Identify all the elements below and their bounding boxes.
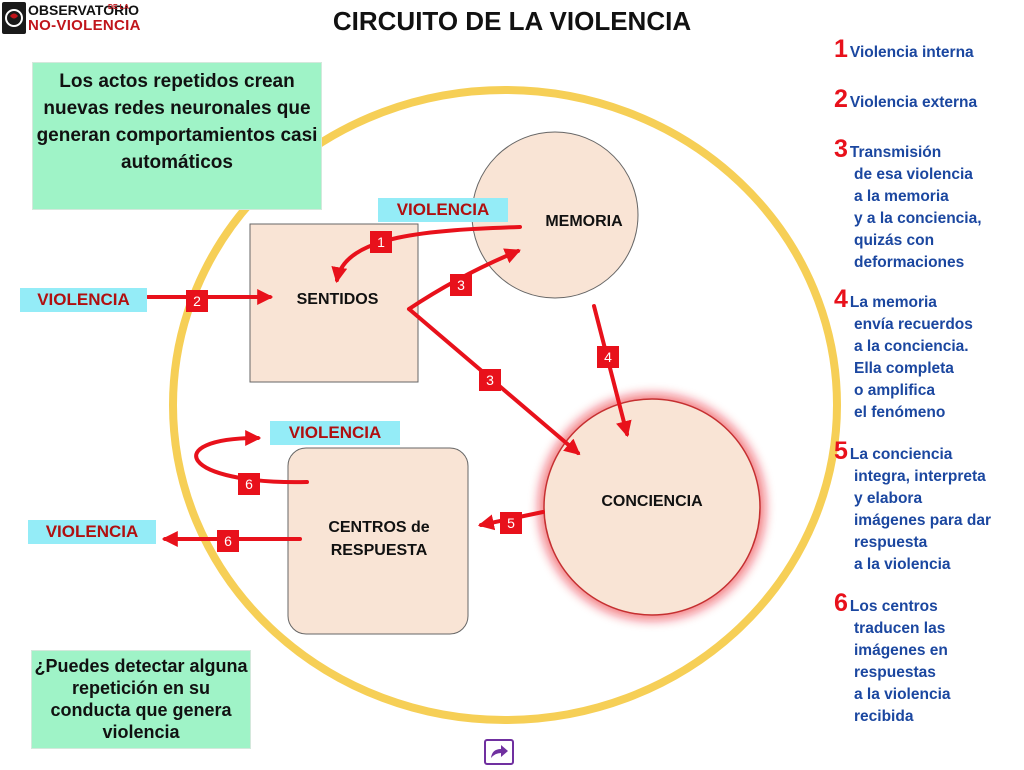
violencia-tag-left: VIOLENCIA [20, 288, 147, 312]
centros-label: CENTROS de RESPUESTA [300, 516, 458, 562]
legend-line: traducen las [854, 620, 946, 637]
arrow-number-4: 4 [597, 346, 619, 368]
legend-number: 2 [834, 85, 848, 113]
centros-label-line2: RESPUESTA [330, 542, 428, 559]
arrow-number-3a: 3 [450, 274, 472, 296]
conciencia-label: CONCIENCIA [601, 493, 703, 510]
legend-line: envía recuerdos [854, 316, 973, 333]
arrow-1 [331, 225, 522, 284]
outer-ring [169, 86, 841, 724]
legend-line: respuestas [854, 664, 936, 681]
violencia-tag-memoria: VIOLENCIA [378, 198, 508, 222]
legend-line: y a la conciencia, [854, 210, 982, 227]
legend-number: 4 [834, 285, 848, 313]
violencia-tag-centros: VIOLENCIA [270, 421, 400, 445]
arrow-4 [592, 304, 632, 438]
legend-line: imágenes para dar [854, 512, 991, 529]
legend-text: Los centros [849, 598, 938, 615]
legend-number: 5 [834, 437, 848, 465]
legend-line: a la violencia [854, 686, 951, 703]
legend-line: recibida [854, 708, 914, 725]
legend-number: 1 [834, 35, 848, 63]
legend-text: Violencia interna [849, 44, 974, 61]
legend-number: 3 [834, 135, 848, 163]
violencia-tag-bottom-left: VIOLENCIA [28, 520, 156, 544]
legend-line: o amplifica [854, 382, 935, 399]
centros-label-line1: CENTROS de [328, 519, 430, 536]
memoria-label: MEMORIA [545, 213, 623, 230]
legend-line: respuesta [854, 534, 928, 551]
page-title: CIRCUITO DE LA VIOLENCIA [332, 6, 692, 36]
arrow-number-1: 1 [370, 231, 392, 253]
logo: OBSERVATORIO DE LA NO-VIOLENCIA [2, 2, 158, 34]
arrow-number-5: 5 [500, 512, 522, 534]
logo-line1: OBSERVATORIO [28, 2, 139, 18]
logo-de: DE LA [108, 4, 129, 11]
legend-line: y elabora [854, 490, 923, 507]
arrow-number-3b: 3 [479, 369, 501, 391]
legend-text: Violencia externa [849, 94, 978, 111]
legend-line: a la violencia [854, 556, 951, 573]
legend-line: deformaciones [854, 254, 965, 271]
legend-number: 6 [834, 589, 848, 617]
legend-text: La memoria [849, 294, 937, 311]
arrow-6a [194, 430, 309, 485]
sentidos-label: SENTIDOS [296, 291, 379, 308]
note-repeated-acts: Los actos repetidos crean nuevas redes n… [32, 62, 322, 210]
legend-line: de esa violencia [854, 166, 973, 183]
conciencia-circle [543, 398, 761, 616]
legend-line: Ella completa [854, 360, 954, 377]
note-detect-repetition: ¿Puedes detectar alguna repetición en su… [31, 650, 251, 749]
legend-text: Transmisión [849, 144, 942, 161]
arrow-number-6a: 6 [238, 473, 260, 495]
legend-line: a la conciencia. [854, 338, 969, 355]
legend-text: La conciencia [849, 446, 953, 463]
legend-line: el fenómeno [854, 404, 946, 421]
brain-logo-icon [2, 2, 26, 34]
legend-line: a la memoria [854, 188, 949, 205]
legend-line: integra, interpreta [854, 468, 986, 485]
arrow-number-2: 2 [186, 290, 208, 312]
arrow-number-6b: 6 [217, 530, 239, 552]
share-arrow-icon[interactable] [484, 739, 514, 765]
legend-line: imágenes en [854, 642, 948, 659]
legend-line: quizás con [854, 232, 935, 249]
logo-line2: NO-VIOLENCIA [28, 17, 141, 34]
